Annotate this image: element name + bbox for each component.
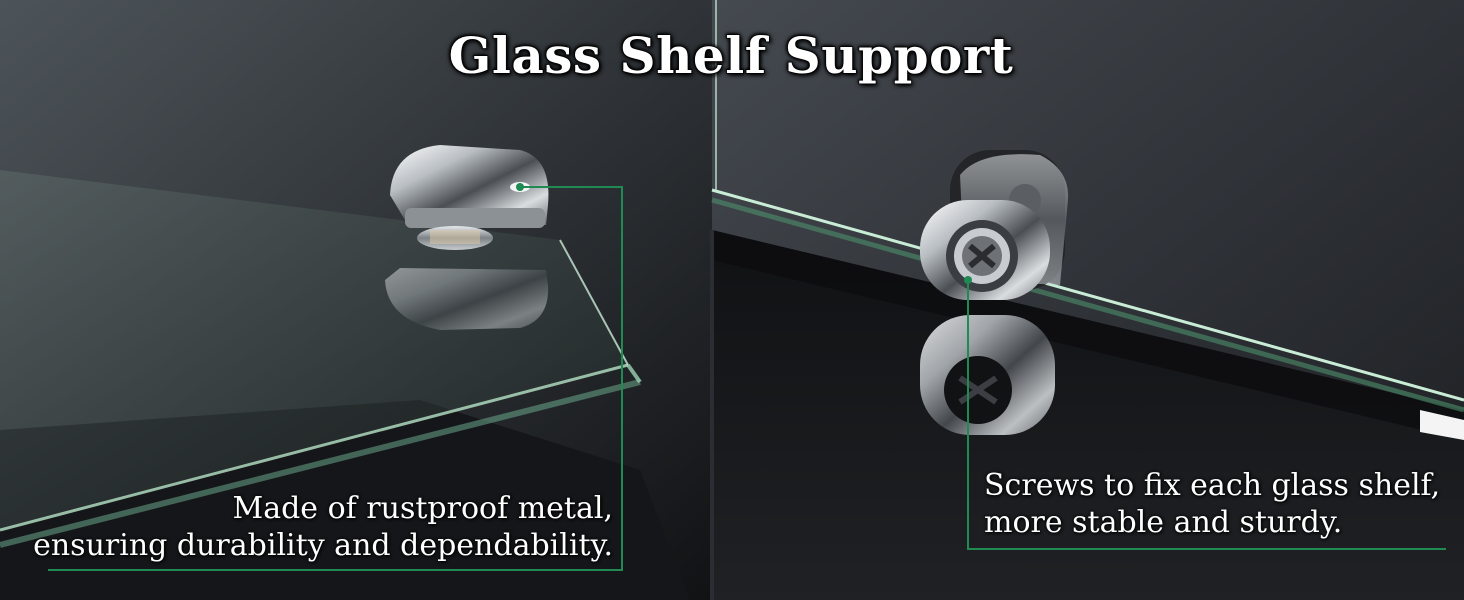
callout-left-line-2: ensuring durability and dependability. (33, 528, 613, 563)
callout-right-line-1: Screws to fix each glass shelf, (984, 468, 1441, 503)
right-shelf-clip (920, 150, 1069, 435)
callout-dot-left (516, 183, 524, 191)
callout-right-text: Screws to fix each glass shelf, more sta… (984, 467, 1440, 541)
left-glass-shelf (0, 170, 628, 530)
callout-right-line-2: more stable and sturdy. (984, 505, 1343, 540)
callout-line-right (967, 280, 1446, 550)
callout-line-left (48, 186, 623, 571)
banner-title: Glass Shelf Support (448, 25, 1014, 86)
callout-dot-right (964, 276, 972, 284)
callout-left-text: Made of rustproof metal, ensuring durabi… (33, 490, 613, 564)
left-shelf-clip (385, 145, 549, 330)
callout-left-line-1: Made of rustproof metal, (232, 491, 614, 526)
right-glass-edge (711, 188, 1464, 402)
